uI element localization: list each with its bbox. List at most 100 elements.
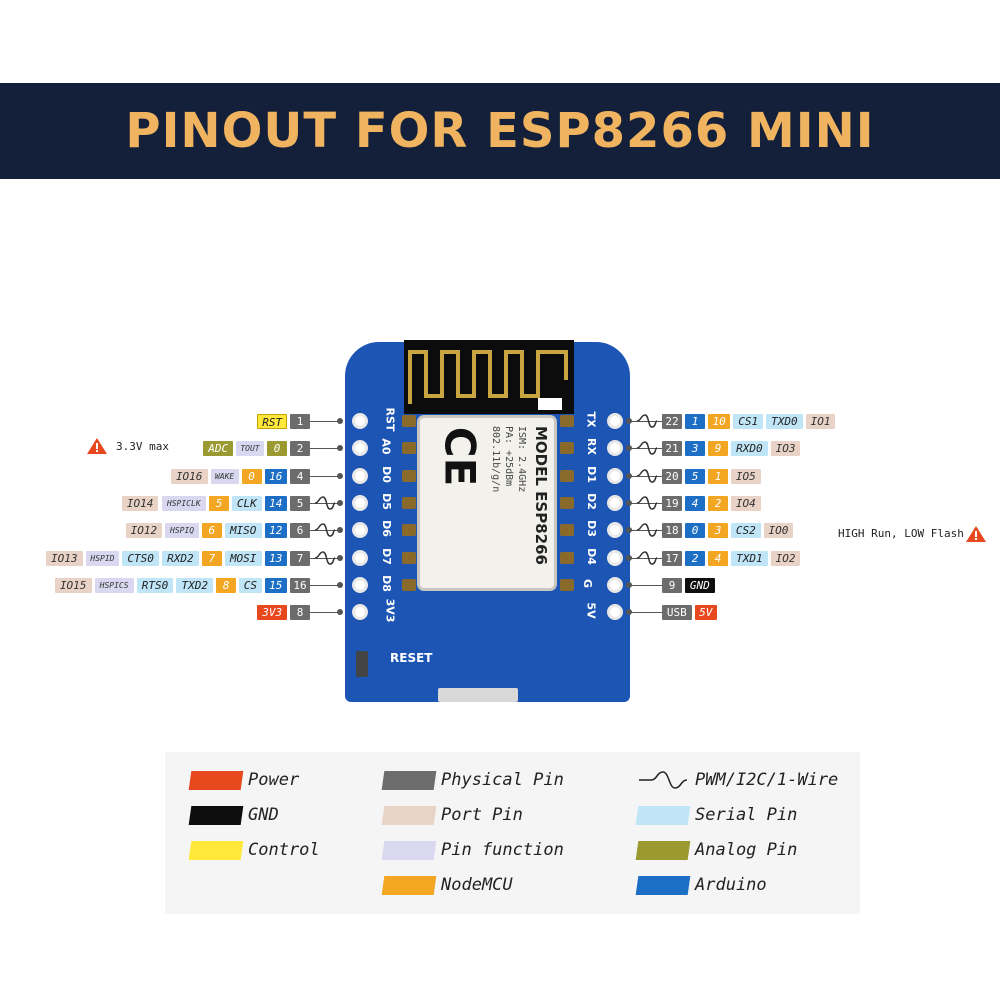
legend-label: Control [248, 840, 320, 860]
leader-line [310, 448, 340, 450]
pin-hole [607, 413, 623, 429]
legend-label: GND [248, 805, 279, 825]
legend-label: Power [248, 770, 300, 790]
pwm-wave-icon [636, 414, 658, 428]
solder-pad [402, 578, 416, 591]
leader-dot [337, 581, 343, 588]
antenna-trace-icon [408, 350, 568, 410]
pin-tag-port: IO5 [731, 468, 761, 484]
pin-tag-serial: CS [239, 577, 262, 593]
leader-dot [337, 499, 343, 506]
pwm-wave-icon [636, 496, 658, 510]
pin-tag-serial: CTS0 [122, 550, 159, 566]
page-title: PINOUT FOR ESP8266 MINI [125, 103, 875, 159]
silk-label-left: RST [383, 407, 397, 432]
legend-swatch [188, 840, 244, 860]
pin-tag-physical: 18 [662, 523, 682, 539]
legend-item-gnd: GND [188, 805, 279, 825]
pin-tag-nodemcu: 8 [216, 577, 237, 593]
pin-tag-physical: 17 [662, 550, 682, 566]
pin-tag-nodemcu: 2 [708, 495, 728, 511]
solder-pad [560, 524, 574, 537]
pin-tag-control: RST [257, 414, 287, 429]
leader-line [628, 502, 662, 504]
silk-label-right: 5V [584, 602, 598, 619]
pin-tag-arduino: 0 [685, 523, 705, 539]
pwm-wave-icon [636, 523, 658, 537]
pin-tag-physical: 20 [662, 468, 682, 484]
silk-label-left: D6 [379, 520, 393, 538]
reset-label: RESET [390, 651, 433, 665]
leader-line [310, 475, 340, 477]
pin-tag-arduino: 14 [264, 495, 287, 511]
pin-tag-physical: 9 [662, 577, 682, 593]
pin-tag-physical: USB [662, 605, 692, 621]
pin-tag-arduino: 16 [264, 468, 287, 484]
pin-tag-nodemcu: 4 [708, 550, 728, 566]
silk-label-right: RX [584, 438, 598, 456]
legend-item-physical: Physical Pin [381, 770, 564, 790]
solder-pad [402, 415, 416, 427]
legend-label: Pin function [441, 840, 564, 860]
pin-tag-port: IO14 [121, 495, 159, 511]
solder-pad [402, 496, 416, 509]
pin-tag-arduino: 2 [685, 550, 705, 566]
legend-item-serial: Serial Pin [635, 805, 798, 825]
pin-tag-nodemcu: 6 [201, 523, 222, 539]
leader-line [310, 584, 340, 586]
pin-tag-analog: 0 [267, 441, 287, 457]
leader-dot [337, 445, 343, 452]
solder-pad [560, 469, 574, 482]
legend-label: Serial Pin [695, 805, 798, 825]
legend-item-analog: Analog Pin [635, 840, 798, 860]
legend-item-nodemcu: NodeMCU [381, 875, 513, 895]
pin-tag-arduino: 5 [685, 468, 705, 484]
pin-hole [607, 576, 623, 593]
solder-pad [402, 469, 416, 482]
pin-hole [607, 522, 623, 539]
pin-tag-port: IO4 [731, 495, 761, 511]
pin-tag-physical: 5 [290, 495, 310, 511]
silk-label-right: D4 [584, 547, 598, 565]
pin-tag-physical: 6 [290, 523, 310, 539]
pin-tag-serial: TXD2 [176, 577, 214, 593]
pin-tag-power: 5V [694, 605, 717, 621]
pin-hole [352, 413, 368, 429]
legend-label: Arduino [695, 875, 767, 895]
pin-tag-physical: 8 [290, 605, 310, 621]
legend-swatch [188, 770, 244, 790]
pin-tag-serial: RTS0 [136, 577, 174, 593]
leader-dot [337, 609, 343, 616]
silk-label-left: D7 [379, 547, 393, 565]
silk-label-left: 3V3 [383, 598, 397, 623]
legend-label: Analog Pin [695, 840, 798, 860]
legend-swatch [188, 805, 244, 825]
pin-tag-serial: TXD0 [766, 414, 803, 429]
pin-hole [607, 467, 623, 484]
pin-hole [352, 440, 368, 457]
legend-swatch [635, 875, 691, 895]
pin-hole [352, 522, 368, 539]
pin-tag-arduino: 13 [264, 550, 287, 566]
pin-tag-physical: 21 [662, 441, 682, 457]
pin-tag-physical: 1 [290, 414, 310, 429]
pin-tag-port: IO16 [170, 468, 208, 484]
pin-tag-physical: 19 [662, 495, 682, 511]
legend-swatch [635, 840, 691, 860]
pin-tag-gnd: GND [685, 577, 715, 593]
legend-swatch [381, 805, 437, 825]
silk-label-left: D8 [379, 574, 393, 592]
pin-tag-function: HSPICLK [161, 495, 206, 511]
silk-label-right: D2 [584, 492, 598, 510]
module-spec-line: PA: +25dBm [503, 426, 514, 487]
pwm-wave-icon [636, 441, 658, 456]
legend-label: Physical Pin [441, 770, 564, 790]
leader-line [628, 475, 662, 477]
legend-swatch [381, 840, 437, 860]
silk-label-left: D5 [379, 492, 393, 510]
reset-button[interactable] [356, 651, 368, 677]
leader-dot [337, 472, 343, 479]
pin-tag-nodemcu: 0 [241, 468, 262, 484]
